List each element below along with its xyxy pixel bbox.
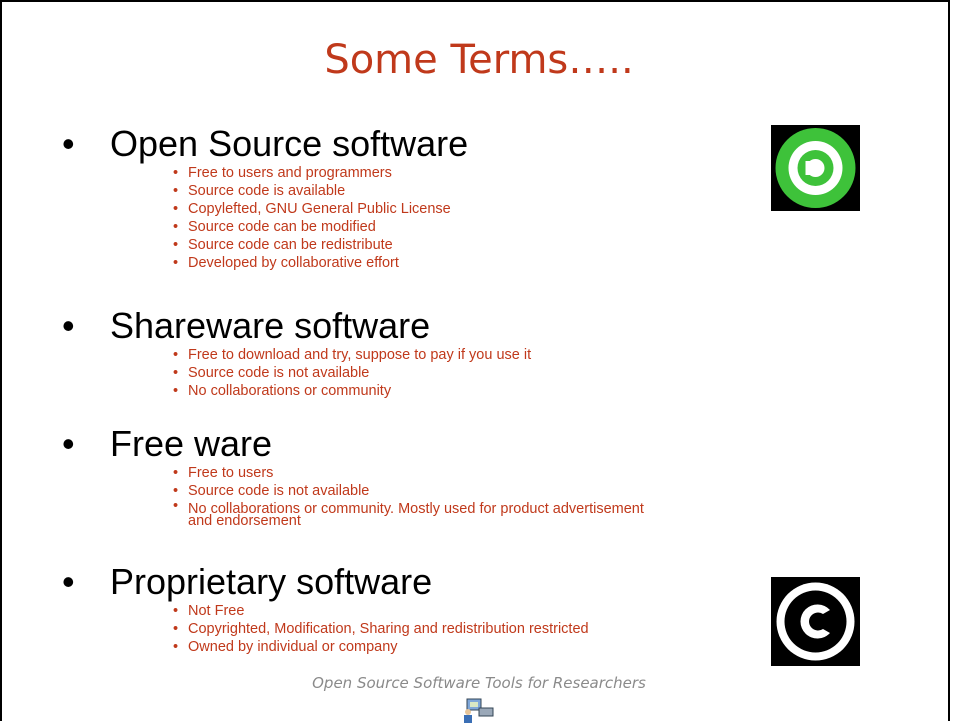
slide-title: Some Terms….. bbox=[324, 37, 634, 83]
list-item: Free to users bbox=[173, 464, 653, 482]
section-heading: Shareware software bbox=[62, 306, 531, 347]
list-item: Source code is not available bbox=[173, 364, 531, 382]
list-item: Source code can be redistribute bbox=[173, 236, 468, 254]
list-item: Free to users and programmers bbox=[173, 164, 468, 182]
list-item: Owned by individual or company bbox=[173, 638, 589, 656]
list-item: Source code is not available bbox=[173, 482, 653, 500]
list-item: Source code is available bbox=[173, 182, 468, 200]
bullet-list: Not Free Copyrighted, Modification, Shar… bbox=[62, 602, 589, 656]
section-proprietary: Proprietary software Not Free Copyrighte… bbox=[62, 562, 589, 657]
copyleft-icon bbox=[771, 125, 860, 211]
list-item: Developed by collaborative effort bbox=[173, 254, 468, 272]
slide-footer: Open Source Software Tools for Researche… bbox=[312, 674, 646, 692]
section-heading: Free ware bbox=[62, 424, 653, 465]
copyright-icon bbox=[771, 577, 860, 666]
list-item: Source code can be modified bbox=[173, 218, 468, 236]
list-item: Copylefted, GNU General Public License bbox=[173, 200, 468, 218]
section-open-source: Open Source software Free to users and p… bbox=[62, 124, 468, 273]
section-heading: Proprietary software bbox=[62, 562, 589, 603]
list-item: Not Free bbox=[173, 602, 589, 620]
list-item: No collaborations or community bbox=[173, 382, 531, 400]
computer-user-icon bbox=[464, 698, 494, 723]
section-freeware: Free ware Free to users Source code is n… bbox=[62, 424, 653, 530]
bullet-list: Free to download and try, suppose to pay… bbox=[62, 346, 531, 400]
section-heading: Open Source software bbox=[62, 124, 468, 165]
bullet-list: Free to users Source code is not availab… bbox=[62, 464, 653, 530]
section-shareware: Shareware software Free to download and … bbox=[62, 306, 531, 401]
list-item: Free to download and try, suppose to pay… bbox=[173, 346, 531, 364]
list-item: Copyrighted, Modification, Sharing and r… bbox=[173, 620, 589, 638]
list-item: No collaborations or community. Mostly u… bbox=[173, 500, 653, 530]
bullet-list: Free to users and programmers Source cod… bbox=[62, 164, 468, 272]
